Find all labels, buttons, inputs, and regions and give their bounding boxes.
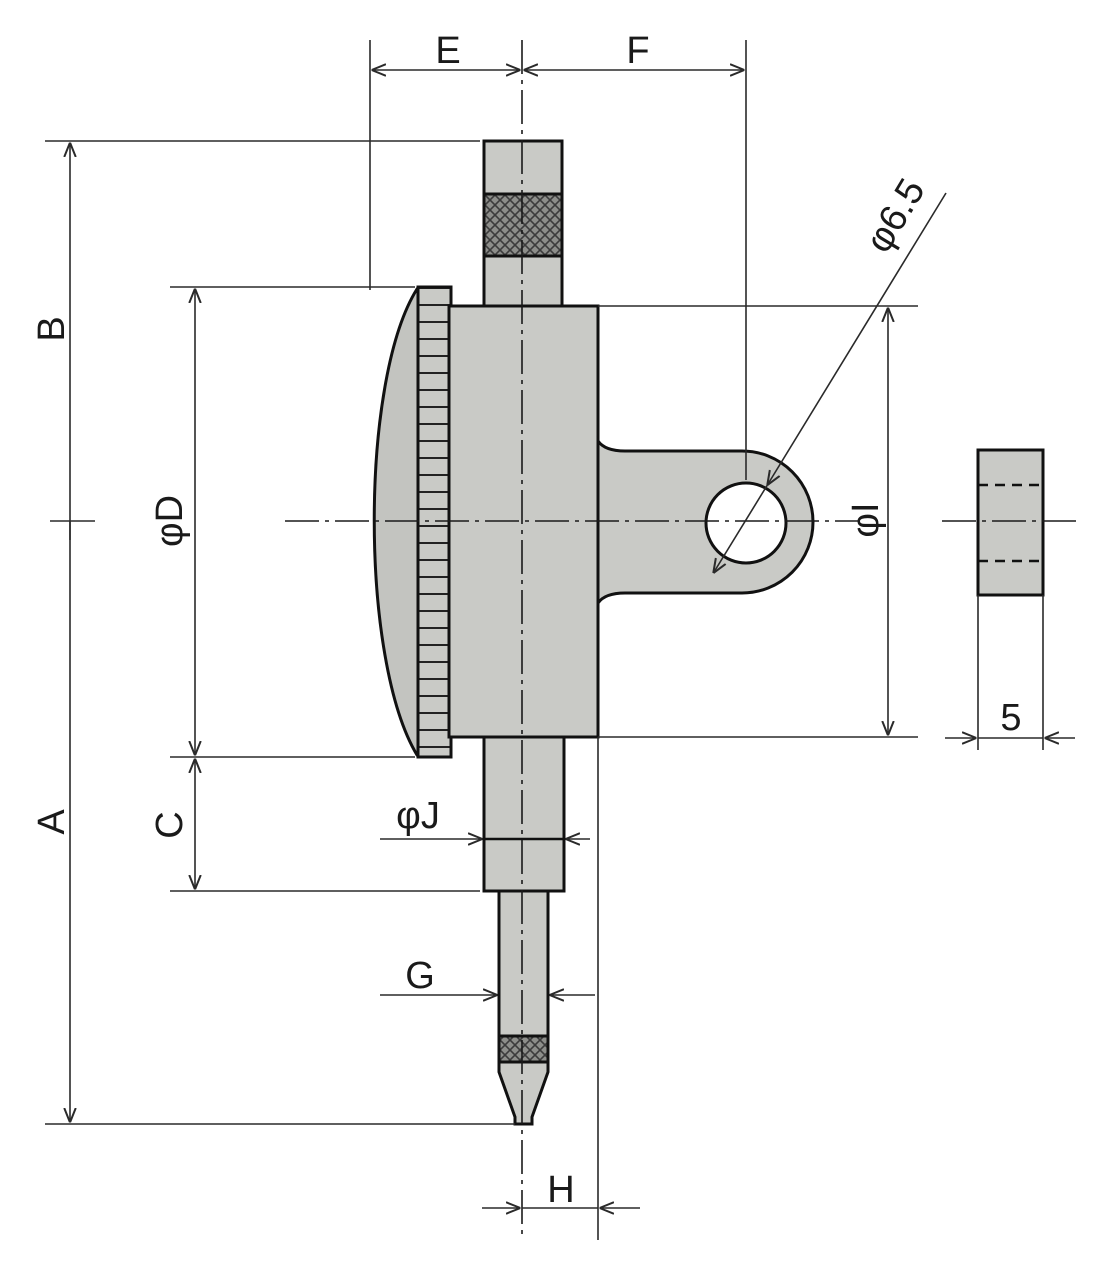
contact-point: [497, 1060, 550, 1126]
dimension-labels: A B φD C φI φ6.5 E F φJ G H 5: [31, 30, 1022, 1211]
top-cap-knurl: [482, 192, 564, 258]
label-b: B: [31, 316, 73, 341]
label-c: C: [149, 811, 191, 838]
lug-hole: [704, 481, 788, 565]
center-lines: [285, 40, 860, 1240]
label-f: F: [626, 30, 649, 72]
label-a: A: [31, 809, 73, 835]
label-d: φD: [149, 495, 191, 547]
bezel-ring: [416, 285, 453, 759]
housing: [447, 304, 600, 739]
label-thickness: 5: [1000, 697, 1021, 739]
spindle-knurl: [497, 1034, 550, 1064]
stem-sleeve: [482, 735, 566, 893]
dimension-lines: [45, 40, 947, 1240]
label-j: φJ: [396, 795, 440, 837]
label-g: G: [405, 955, 435, 997]
label-e: E: [435, 30, 460, 72]
label-hole-diameter: φ6.5: [858, 172, 934, 260]
label-h: H: [547, 1169, 574, 1211]
spindle: [497, 889, 550, 1038]
lug-side-view: [942, 448, 1080, 750]
indicator-body: [372, 139, 815, 1126]
label-i: φI: [845, 502, 887, 537]
crystal: [372, 287, 422, 757]
